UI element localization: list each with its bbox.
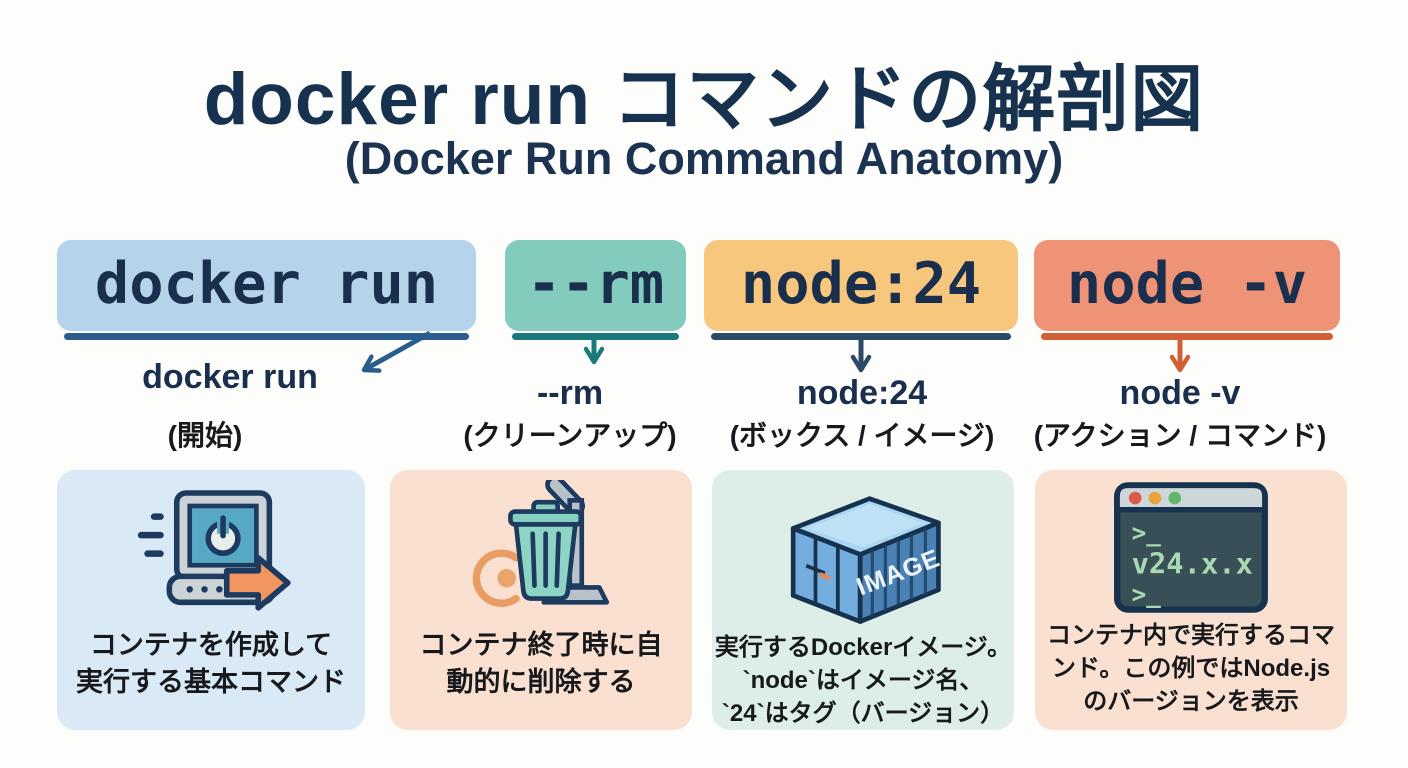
token-rm-flag: --rm: [505, 240, 686, 340]
card-rm-flag-text: コンテナ終了時に自 動的に削除する: [419, 630, 663, 697]
role-docker-run: (開始): [167, 420, 243, 451]
label-docker-run: docker run: [142, 358, 318, 396]
label-image: node:24: [796, 374, 928, 412]
page-subtitle: (Docker Run Command Anatomy): [344, 133, 1064, 184]
token-docker-run-underline: [64, 333, 469, 340]
card-docker-run-text: コンテナを作成して 実行する基本コマンド: [76, 630, 346, 697]
token-docker-run: docker run: [57, 240, 476, 340]
token-docker-run-box: docker run: [57, 240, 476, 331]
token-image-underline: [711, 333, 1011, 340]
role-image: (ボックス / イメージ): [729, 420, 995, 451]
card-rm-flag: コンテナ終了時に自 動的に削除する: [390, 470, 692, 730]
card-docker-run: コンテナを作成して 実行する基本コマンド: [57, 470, 365, 730]
computer-launch-icon: [137, 490, 291, 611]
page-title: docker run コマンドの解剖図: [203, 59, 1205, 140]
trash-vacuum-icon: [472, 480, 610, 607]
terminal-prompt-line-1: >_: [1132, 518, 1162, 547]
container-image-icon: IMAGE: [790, 496, 944, 624]
token-rm-flag-box: --rm: [505, 240, 686, 331]
terminal-prompt-line-2: >_: [1132, 579, 1162, 608]
terminal-version-line: v24.x.x: [1132, 547, 1253, 581]
role-command: (アクション / コマンド): [1033, 420, 1327, 451]
token-command-underline: [1041, 333, 1333, 340]
token-image: node:24: [704, 240, 1018, 340]
token-rm-flag-underline: [512, 333, 679, 340]
card-command: >_ v24.x.x >_ コンテナ内で実行するコマ ンド。この例ではNode.…: [1035, 470, 1347, 730]
label-rm-flag: --rm: [536, 374, 604, 412]
role-rm-flag: (クリーンアップ): [463, 420, 677, 451]
label-command: node -v: [1119, 374, 1241, 412]
token-command-box: node -v: [1034, 240, 1340, 331]
card-command-text: コンテナ内で実行するコマ ンド。この例ではNode.js のバージョンを表示: [1047, 622, 1335, 715]
terminal-icon: >_ v24.x.x >_: [1114, 482, 1268, 613]
card-image: IMAGE 実行するDockerイメージ。 `node`はイメージ名、 `24`…: [712, 470, 1014, 730]
token-command: node -v: [1034, 240, 1340, 340]
card-image-text: 実行するDockerイメージ。 `node`はイメージ名、 `24`はタグ（バー…: [714, 634, 1012, 727]
token-image-box: node:24: [704, 240, 1018, 331]
